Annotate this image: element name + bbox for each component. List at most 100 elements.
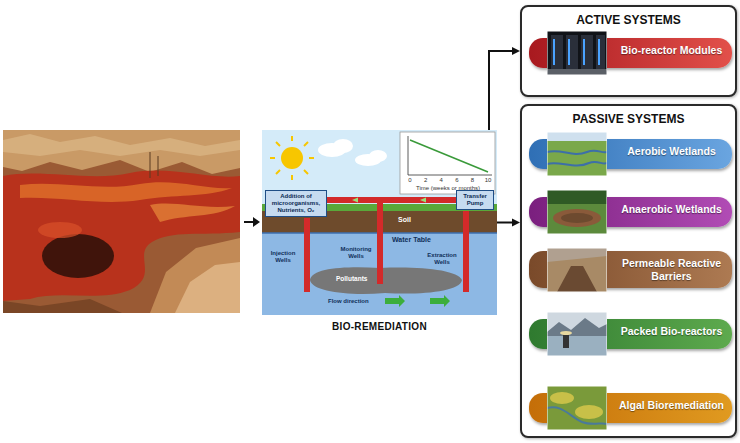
illustration-shape xyxy=(325,197,457,203)
illustration-shape xyxy=(304,142,308,146)
illustration-shape xyxy=(377,197,383,284)
illustration-shape xyxy=(547,69,607,75)
illustration-shape xyxy=(310,267,462,294)
mine-photo xyxy=(3,130,240,313)
illustration-shape xyxy=(304,218,310,292)
axis-label: 10 xyxy=(481,177,495,184)
illustration-shape xyxy=(547,407,607,424)
annotation-label: Monitoring Wells xyxy=(337,246,375,260)
box-text: Addition of microorganisms, Nutrients, O… xyxy=(268,193,324,214)
illustration-shape xyxy=(309,157,314,159)
illustration-shape xyxy=(3,130,240,174)
illustration-shape xyxy=(547,336,607,356)
arrow-head xyxy=(512,219,520,227)
system-pill: Bio-reactor Modules xyxy=(529,38,732,68)
illustration-shape xyxy=(400,132,495,194)
axis-label: 6 xyxy=(452,177,462,184)
illustration-shape xyxy=(352,198,358,203)
illustration-shape xyxy=(3,134,240,156)
pill-text: Bio-reactor Modules xyxy=(617,44,726,57)
illustration-shape xyxy=(408,175,492,176)
pipes xyxy=(304,197,469,292)
illustration-shape xyxy=(547,248,607,292)
caption-text: BIO-REMEDIATION xyxy=(262,321,497,332)
illustration-shape xyxy=(550,392,574,404)
illustration-shape xyxy=(369,150,387,162)
illustration-shape xyxy=(581,35,593,69)
illustration-shape xyxy=(291,175,293,180)
connector-line xyxy=(489,51,514,130)
system-pill: Packed Bio-reactors xyxy=(529,319,732,349)
illustration-shape xyxy=(420,198,426,203)
illustration-shape xyxy=(291,136,293,141)
illustration-shape xyxy=(276,142,280,146)
illustration-shape xyxy=(566,35,578,69)
illustration-shape xyxy=(547,31,607,75)
illustration-shape xyxy=(3,130,240,313)
wetland-photo xyxy=(547,132,607,176)
illustration-shape xyxy=(38,222,82,238)
illustration-shape xyxy=(547,386,607,430)
label-box: Addition of microorganisms, Nutrients, O… xyxy=(265,190,327,217)
pill-text: Algal Bioremediation xyxy=(617,399,726,412)
illustration-shape xyxy=(42,234,114,278)
annotation-label: Pollutants xyxy=(336,275,367,282)
illustration-shape xyxy=(150,238,240,313)
illustration-shape xyxy=(547,318,607,336)
annotation-label: Injection Wells xyxy=(265,250,301,264)
annotation-label: Extraction Wells xyxy=(423,252,461,266)
illustration-shape xyxy=(270,157,275,159)
illustration-shape xyxy=(304,170,308,174)
axis-label: 0 xyxy=(405,177,415,184)
group-heading: PASSIVE SYSTEMS xyxy=(522,112,735,126)
pill-text: Anaerobic Wetlands xyxy=(617,203,726,216)
illustration-shape xyxy=(598,39,600,65)
bioremediation-schematic xyxy=(262,130,497,315)
box-text: Transfer Pump xyxy=(459,193,491,207)
illustration-shape xyxy=(281,147,303,169)
connector xyxy=(489,47,520,130)
pill-text: Packed Bio-reactors xyxy=(617,325,726,338)
illustration-shape xyxy=(175,262,240,313)
illustration-shape xyxy=(563,334,569,348)
illustration-shape xyxy=(430,295,450,307)
illustration-shape xyxy=(551,35,563,69)
label-box: Transfer Pump xyxy=(456,190,494,210)
illustration-shape xyxy=(253,217,260,227)
illustration-shape xyxy=(547,190,607,234)
illustration-shape xyxy=(547,31,607,75)
illustration-shape xyxy=(276,170,280,174)
illustration-shape xyxy=(20,182,232,202)
flow-arrow xyxy=(244,217,260,227)
system-pill: Permeable Reactive Barriers xyxy=(529,251,732,288)
system-pill: Aerobic Wetlands xyxy=(529,139,732,169)
illustration-shape xyxy=(557,266,597,292)
system-pill: Algal Bioremediation xyxy=(529,393,732,423)
illustration-shape xyxy=(408,136,409,175)
graph xyxy=(400,132,495,194)
illustration-shape xyxy=(547,151,607,154)
axis-label: 8 xyxy=(467,177,477,184)
annotation-label: Soil xyxy=(398,216,411,224)
illustration-shape xyxy=(553,209,601,227)
illustration-shape xyxy=(150,204,235,222)
illustration-shape xyxy=(244,221,254,223)
illustration-shape xyxy=(547,190,607,234)
illustration-shape xyxy=(547,190,607,204)
illustration-shape xyxy=(270,136,314,180)
annotation-label: Flow direction xyxy=(328,298,369,305)
trench-photo xyxy=(547,248,607,292)
system-pill: Anaerobic Wetlands xyxy=(529,197,732,227)
pipe-arrows xyxy=(352,198,426,203)
illustration-shape xyxy=(463,211,469,292)
annotation-label: Water Table xyxy=(392,236,431,244)
arrow-head xyxy=(512,47,520,55)
illustration-shape xyxy=(596,35,605,69)
illustration-shape xyxy=(547,132,607,176)
group-box: PASSIVE SYSTEMS Aerobic Wetlands Anaerob… xyxy=(520,104,737,438)
illustration-shape xyxy=(158,156,159,176)
illustration-shape xyxy=(547,162,607,166)
group-heading: ACTIVE SYSTEMS xyxy=(522,13,735,27)
pill-text: Permeable Reactive Barriers xyxy=(617,257,726,282)
